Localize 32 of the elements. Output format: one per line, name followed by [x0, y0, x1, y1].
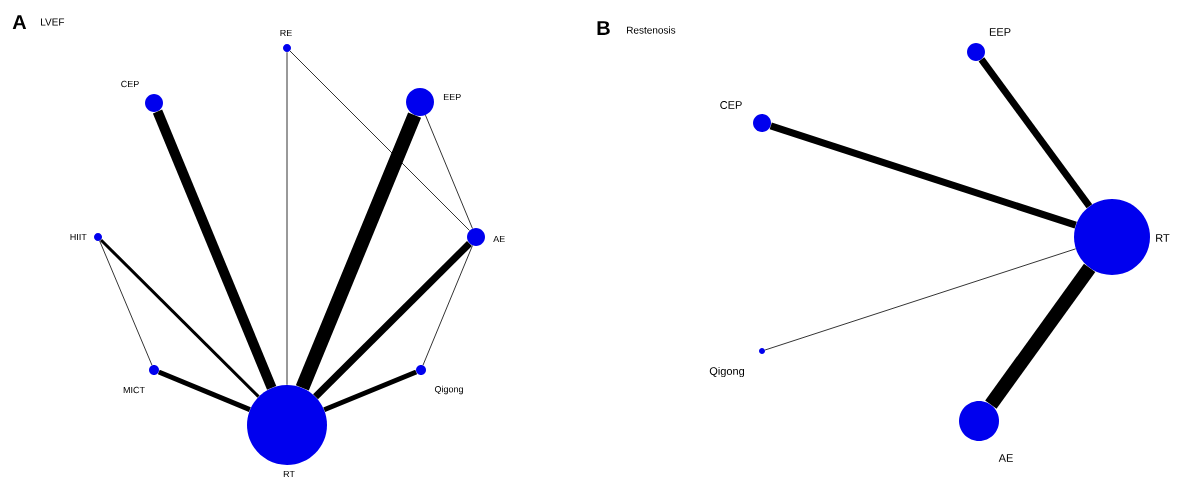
node-label: Qigong — [709, 366, 745, 378]
panel-letter: A — [12, 15, 27, 29]
network-edge — [323, 369, 418, 413]
network-edge — [99, 238, 260, 398]
node-label: CEP — [720, 101, 742, 109]
network-edge — [985, 263, 1096, 409]
network-edge — [289, 50, 470, 231]
network-edge — [152, 109, 277, 390]
node-label: RT — [1156, 234, 1170, 242]
panel-title: Restenosis — [627, 26, 676, 34]
node-label: MICT — [123, 386, 145, 394]
node-label: CEP — [121, 80, 139, 88]
node-label: HIIT — [70, 233, 87, 241]
network-edge — [286, 51, 288, 386]
network-edge — [99, 240, 153, 366]
network-edge — [157, 369, 251, 412]
panel-title: LVEF — [41, 18, 65, 26]
panel-letter: B — [597, 21, 610, 35]
node-label: EEP — [989, 28, 1011, 36]
node-label: RE — [280, 29, 292, 37]
network-edge — [769, 122, 1077, 229]
node-label: EEP — [443, 93, 461, 101]
node-label: RT — [283, 470, 295, 478]
network-edge — [764, 248, 1077, 351]
node-label: AE — [998, 454, 1013, 462]
network-edge — [978, 57, 1093, 209]
network-edge — [425, 114, 473, 229]
network-edge — [422, 245, 473, 366]
node-label: AE — [493, 235, 505, 243]
network-edge — [295, 112, 422, 391]
node-label: Qigong — [434, 385, 463, 395]
network-edge — [313, 241, 472, 400]
